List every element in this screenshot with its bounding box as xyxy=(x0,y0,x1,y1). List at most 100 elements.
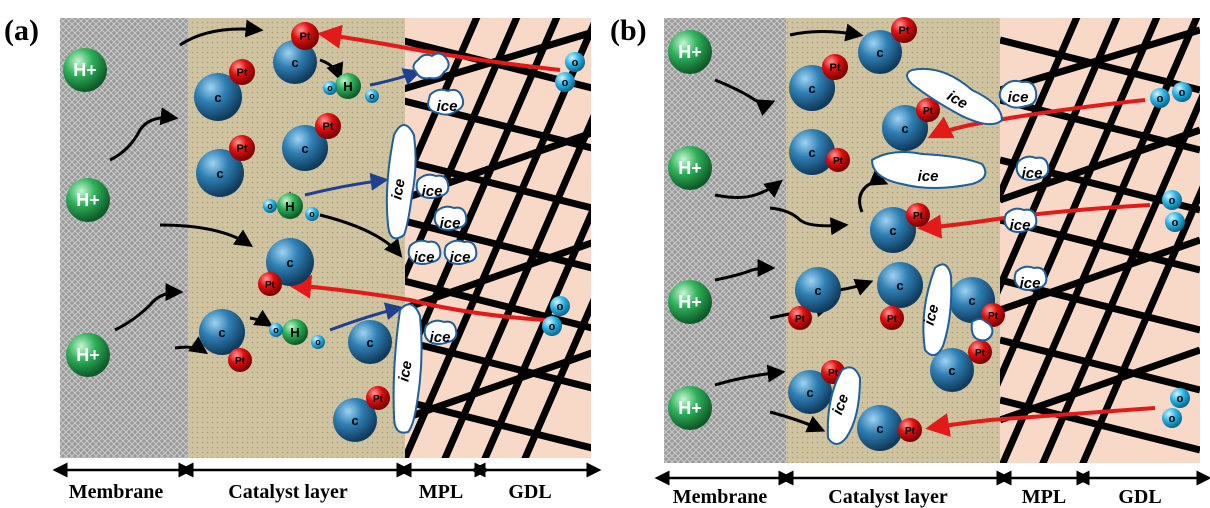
water-molecule: H o o xyxy=(263,193,319,221)
platinum-sphere: Pt xyxy=(981,303,1005,327)
water-molecule: H o o xyxy=(269,319,325,349)
oxygen-transport-arrows xyxy=(287,24,561,322)
platinum-sphere: Pt xyxy=(229,135,255,161)
proton-group: H+ H+ H+ xyxy=(63,48,110,377)
svg-text:c: c xyxy=(948,363,955,378)
carbon-sphere: c xyxy=(282,125,328,171)
platinum-sphere: Pt xyxy=(788,306,812,330)
svg-text:o: o xyxy=(562,77,569,89)
svg-text:Pt: Pt xyxy=(300,31,311,43)
svg-text:c: c xyxy=(889,223,896,238)
platinum-sphere: Pt xyxy=(826,148,850,172)
svg-text:o: o xyxy=(557,301,564,313)
ice-label: ice xyxy=(1022,165,1043,182)
carbon-sphere: c xyxy=(196,149,244,197)
catalyst-particles: c Pt c Pt c Pt c Pt c Pt c Pt c c Pt xyxy=(194,22,392,442)
zone-label-gdl: GDL xyxy=(508,481,551,503)
ice-label: ice xyxy=(422,183,443,200)
svg-text:c: c xyxy=(351,413,358,428)
carbon-sphere: c xyxy=(930,348,974,392)
oxygen-molecules: o o o o xyxy=(542,52,585,336)
ice-crystals: ice ice ice ice ice ice ice ice xyxy=(385,52,478,434)
carbon-sphere: c xyxy=(266,238,314,286)
svg-text:Pt: Pt xyxy=(323,121,334,133)
panel-b-label: (b) xyxy=(610,14,647,47)
svg-text:Pt: Pt xyxy=(988,311,999,322)
svg-text:Pt: Pt xyxy=(828,368,839,379)
proton-label: H+ xyxy=(678,292,702,312)
svg-text:o: o xyxy=(327,83,333,93)
water-molecules: H o o H o o H o o xyxy=(263,73,379,349)
svg-text:Pt: Pt xyxy=(887,314,898,325)
carbon-sphere: c xyxy=(199,309,245,355)
ice-label: ice xyxy=(414,249,435,266)
carbon-sphere: c xyxy=(870,207,916,253)
svg-text:Pt: Pt xyxy=(265,280,276,291)
svg-text:H: H xyxy=(343,79,352,94)
proton-group: H+ H+ H+ H+ xyxy=(668,30,712,430)
carbon-sphere: c xyxy=(789,129,835,175)
platinum-sphere: Pt xyxy=(366,386,390,410)
svg-text:H: H xyxy=(290,325,299,340)
ice-label: ice xyxy=(450,249,471,266)
ice-label: ice xyxy=(430,329,451,346)
proton-label: H+ xyxy=(678,158,702,178)
svg-text:c: c xyxy=(218,325,225,340)
svg-text:c: c xyxy=(808,145,815,160)
svg-text:Pt: Pt xyxy=(237,67,248,79)
carbon-sphere: c xyxy=(789,65,835,111)
svg-text:Pt: Pt xyxy=(905,426,916,437)
svg-text:c: c xyxy=(896,278,903,293)
platinum-sphere: Pt xyxy=(258,272,282,296)
platinum-sphere: Pt xyxy=(906,203,930,227)
carbon-sphere: c xyxy=(877,262,923,308)
proton-label: H+ xyxy=(73,60,97,80)
svg-text:o: o xyxy=(1172,217,1179,229)
ice-label: ice xyxy=(918,168,939,185)
svg-text:Pt: Pt xyxy=(923,106,934,117)
svg-text:c: c xyxy=(876,45,883,60)
svg-text:Pt: Pt xyxy=(235,356,246,367)
catalyst-particles: c Pt c Pt c Pt c Pt c Pt c Pt c Pt c Pt … xyxy=(788,17,1005,451)
zone-label-membrane: Membrane xyxy=(69,481,164,503)
svg-text:o: o xyxy=(1179,87,1186,99)
panel-a: (a) H+ H+ H+ xyxy=(4,14,602,503)
svg-text:c: c xyxy=(214,90,221,105)
zone-label-catalyst-layer: Catalyst layer xyxy=(228,481,348,503)
ice-crystals: ice ice ice ice ice ice ice ice xyxy=(826,67,1050,445)
svg-text:c: c xyxy=(366,335,373,350)
svg-text:Pt: Pt xyxy=(975,348,986,359)
svg-text:Pt: Pt xyxy=(830,62,841,74)
proton-label: H+ xyxy=(678,398,702,418)
platinum-sphere: Pt xyxy=(291,22,319,50)
platinum-sphere: Pt xyxy=(229,59,255,85)
carbon-sphere: c xyxy=(882,105,928,151)
zone-label-mpl: MPL xyxy=(1022,486,1066,508)
ice-label: ice xyxy=(440,215,461,232)
ice-label: ice xyxy=(1010,217,1031,234)
svg-text:o: o xyxy=(549,321,556,333)
panel-b: (b) H+ H+ H+ H+ xyxy=(610,14,1210,508)
svg-text:c: c xyxy=(806,385,813,400)
carbon-sphere: c xyxy=(333,398,377,442)
svg-text:c: c xyxy=(216,166,223,181)
platinum-sphere: Pt xyxy=(822,54,848,80)
svg-text:o: o xyxy=(1177,393,1184,405)
ice-label: ice xyxy=(388,177,408,200)
ice-label: ice xyxy=(921,303,943,328)
water-molecule: H o o xyxy=(323,73,379,103)
ice-label: ice xyxy=(829,392,852,417)
water-transport-arrows xyxy=(304,68,422,332)
ice-label: ice xyxy=(1008,89,1029,106)
platinum-sphere: Pt xyxy=(898,418,922,442)
platinum-sphere: Pt xyxy=(315,113,341,139)
svg-text:c: c xyxy=(291,55,298,70)
svg-text:c: c xyxy=(301,141,308,156)
carbon-sphere: c xyxy=(348,320,392,364)
carbon-sphere: c xyxy=(795,267,841,313)
proton-label: H+ xyxy=(76,190,100,210)
svg-text:o: o xyxy=(1157,93,1164,105)
svg-text:c: c xyxy=(901,121,908,136)
svg-text:Pt: Pt xyxy=(237,143,248,155)
svg-text:c: c xyxy=(876,421,883,436)
